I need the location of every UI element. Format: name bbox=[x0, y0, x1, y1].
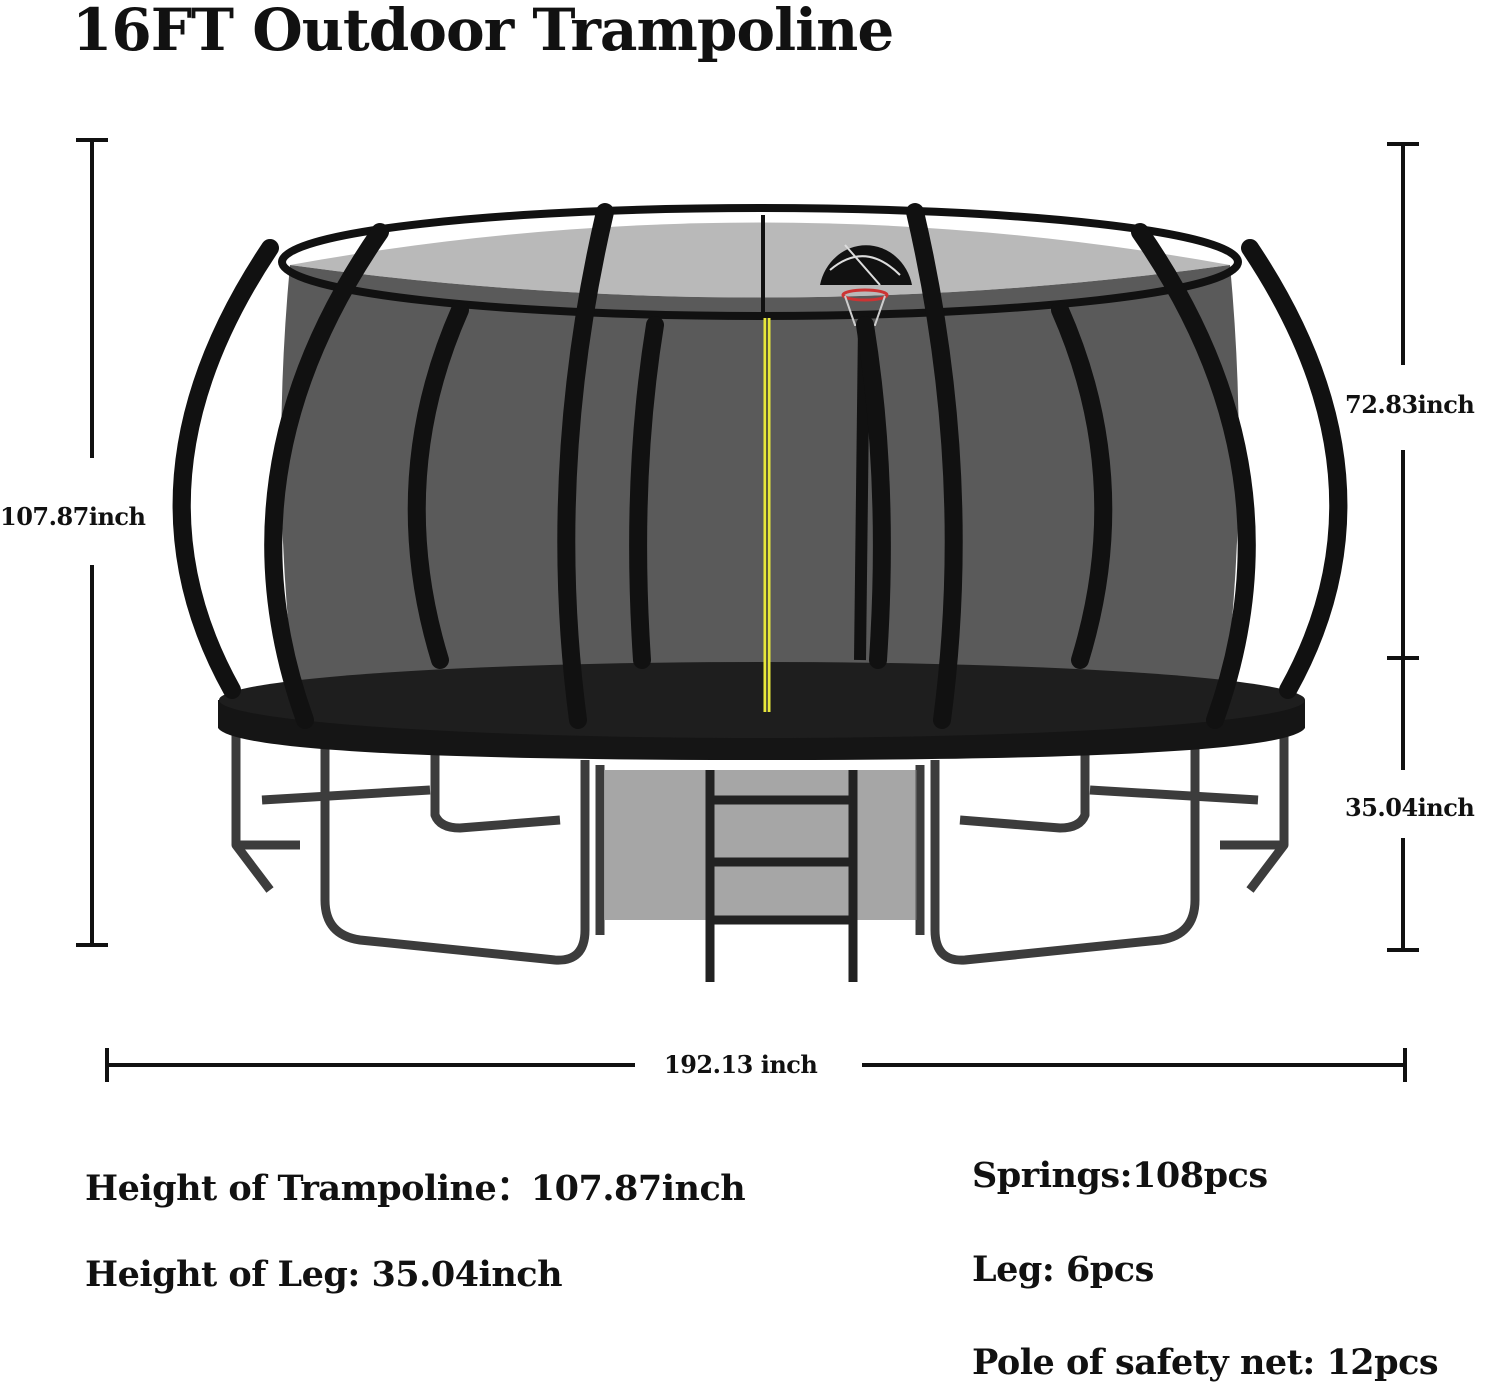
spec-height-trampoline: Height of Trampoline：107.87inch bbox=[85, 1168, 746, 1209]
ladder bbox=[705, 770, 858, 982]
spec-legs: Leg: 6pcs bbox=[972, 1249, 1154, 1290]
top-ring bbox=[278, 204, 1242, 320]
ladder-net bbox=[605, 770, 917, 920]
height-dimension-line bbox=[76, 138, 108, 947]
spec-poles: Pole of safety net: 12pcs bbox=[972, 1342, 1439, 1383]
leg-height-label: 35.04inch bbox=[1345, 793, 1475, 822]
net-top bbox=[290, 222, 1230, 298]
jumping-mat bbox=[219, 662, 1305, 738]
spec-springs: Springs:108pcs bbox=[972, 1155, 1268, 1196]
basketball-hoop bbox=[820, 244, 912, 661]
net-height-label: 72.83inch bbox=[1345, 390, 1475, 419]
spec-height-leg: Height of Leg: 35.04inch bbox=[85, 1254, 563, 1295]
width-dimension-line bbox=[105, 1048, 1407, 1082]
right-dimension-lines bbox=[1387, 142, 1419, 952]
net-poles bbox=[172, 203, 1348, 729]
safety-net bbox=[281, 265, 1239, 690]
page-title: 16FT Outdoor Trampoline bbox=[72, 0, 894, 64]
width-label: 192.13 inch bbox=[664, 1050, 818, 1079]
trampoline-legs bbox=[231, 735, 1289, 965]
total-height-label: 107.87inch bbox=[0, 502, 146, 531]
